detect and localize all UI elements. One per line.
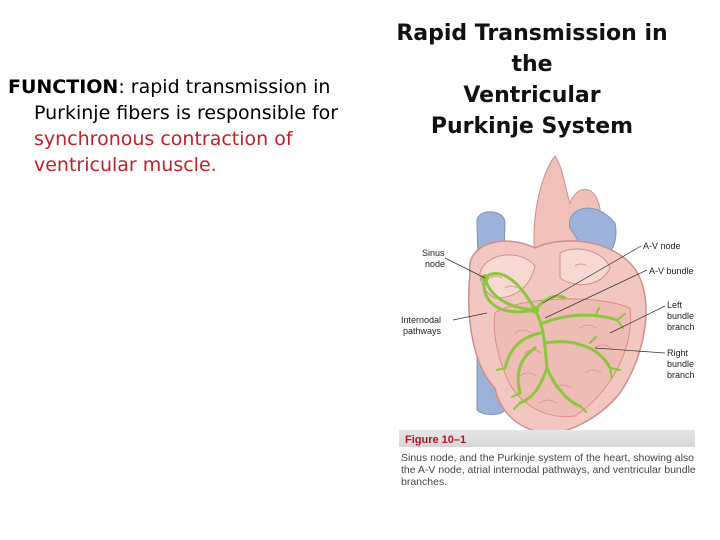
purkinje-branches [496,307,626,413]
label-internodal-1: Internodal [401,315,441,325]
title-line-2: Ventricular [463,83,601,108]
caption-line-1: Sinus node, and the Purkinje system of t… [401,452,695,464]
label-av-bundle: A-V bundle [649,266,694,276]
body-line-2: Purkinje fibers is responsible for [34,102,339,124]
figure-number: Figure 10–1 [405,434,467,446]
label-right-1: Right [667,348,689,358]
body-line-1: : rapid transmission in [118,76,331,98]
muscle-texture [489,263,612,404]
leader-lines [444,245,666,354]
label-av-node: A-V node [643,241,681,251]
function-label: FUNCTION [8,76,119,98]
purkinje-system [482,272,619,408]
av-node-marker [531,306,539,314]
label-sinus-2: node [425,259,445,269]
figure-number-bar: Figure 10–1 [399,430,695,447]
caption-line-3: branches. [401,476,448,488]
label-left-1: Left [667,300,683,310]
title-line-3: Purkinje System [430,114,634,139]
caption-line-2: the A-V node, atrial internodal pathways… [401,464,696,476]
label-sinus-1: Sinus [422,248,445,258]
body-line-3: synchronous contraction of [34,128,293,150]
label-left-2: bundle [667,311,694,321]
title-line-1: Rapid Transmission in the [396,21,668,77]
body-text: FUNCTION: rapid transmission in Purkinje… [8,74,358,178]
body-line-4: ventricular muscle. [34,154,217,176]
left-atrium [559,248,611,286]
label-right-2: bundle [667,359,694,369]
figure-caption: Sinus node, and the Purkinje system of t… [401,452,697,488]
label-left-3: branch [667,322,695,332]
label-internodal-2: pathways [403,326,442,336]
ventricles [493,298,632,418]
label-right-3: branch [667,370,695,380]
slide-title: Rapid Transmission in the Ventricular Pu… [372,18,692,142]
heart-conduction-figure: Sinus node Internodal pathways A-V node … [401,155,695,435]
